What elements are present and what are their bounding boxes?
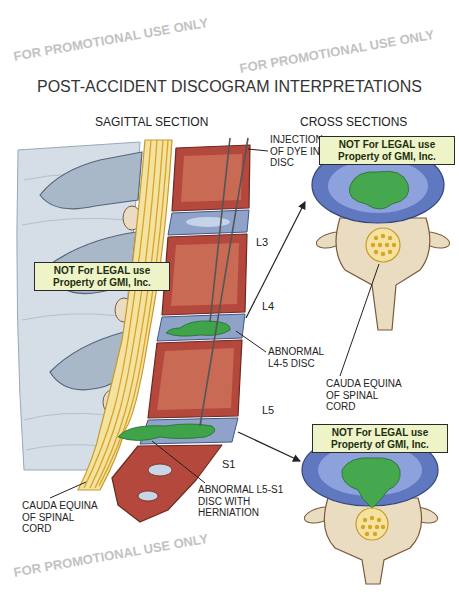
vertebra-label: L5 bbox=[262, 404, 274, 417]
vertebral-body-core bbox=[181, 154, 242, 202]
vertebral-body bbox=[148, 340, 242, 418]
dye bbox=[166, 321, 230, 336]
disc-nucleus bbox=[328, 159, 428, 213]
normal-disc bbox=[168, 210, 249, 235]
vertebral-body bbox=[162, 234, 247, 315]
nerve-root bbox=[373, 532, 377, 536]
vertebra-label: L3 bbox=[256, 236, 268, 249]
diagram-title: POST-ACCIDENT DISCOGRAM INTERPRETATIONS bbox=[37, 78, 422, 96]
pointer-arrow bbox=[238, 432, 300, 461]
vertebra-label: L4 bbox=[262, 300, 274, 313]
dye-herniation bbox=[342, 458, 400, 508]
tissue-stripe bbox=[22, 314, 120, 320]
nerve-roots bbox=[371, 234, 396, 256]
vertebral-arch bbox=[324, 498, 421, 584]
nerve-root bbox=[385, 243, 389, 247]
nerve-root bbox=[361, 525, 365, 529]
callout-label: CAUDA EQUINA OF SPINAL CORD bbox=[326, 378, 406, 413]
dye bbox=[349, 171, 408, 209]
notice-box: NOT For LEGAL use Property of GMI, Inc. bbox=[312, 424, 448, 453]
tissue-stripe bbox=[22, 218, 128, 225]
nerve-root bbox=[374, 236, 378, 240]
callout-label: CAUDA EQUINA OF SPINAL CORD bbox=[22, 500, 102, 535]
nerve-root bbox=[374, 250, 378, 254]
needle bbox=[200, 138, 248, 426]
nerve-root bbox=[381, 252, 385, 256]
cauda-cross-section bbox=[366, 228, 400, 262]
sacral-foramen bbox=[138, 491, 158, 501]
vertebral-body-core bbox=[157, 348, 234, 410]
nerve-root bbox=[388, 250, 392, 254]
vertebra-label: S1 bbox=[222, 458, 235, 471]
nerve-root bbox=[368, 525, 372, 529]
nerve-root bbox=[392, 243, 396, 247]
callout-label: ABNORMAL L5-S1 DISC WITH HERNIATION bbox=[198, 484, 296, 519]
dye-herniation bbox=[118, 424, 215, 441]
nerve-roots bbox=[361, 516, 385, 536]
leader-line bbox=[236, 331, 266, 352]
leader-line bbox=[152, 441, 205, 483]
notice-text: NOT For LEGAL use Property of GMI, Inc. bbox=[40, 265, 164, 288]
spinous-process bbox=[40, 152, 142, 209]
nerve-root bbox=[378, 243, 382, 247]
cauda-cross-section bbox=[356, 508, 388, 540]
vertebral-body bbox=[172, 145, 250, 211]
section-heading: CROSS SECTIONS bbox=[300, 116, 407, 130]
disc-nucleus bbox=[186, 217, 230, 227]
sacral-foramen bbox=[148, 464, 172, 476]
leader-line bbox=[340, 264, 379, 376]
nerve-root bbox=[388, 236, 392, 240]
watermark: FOR PROMOTIONAL USE ONLY bbox=[239, 28, 436, 77]
nerve-root bbox=[370, 516, 374, 520]
watermark: FOR PROMOTIONAL USE ONLY bbox=[13, 532, 210, 581]
notice-box: NOT For LEGAL use Property of GMI, Inc. bbox=[34, 262, 170, 291]
nerve-root bbox=[381, 234, 385, 238]
notice-text: NOT For LEGAL use Property of GMI, Inc. bbox=[318, 427, 442, 450]
tissue-stripe bbox=[26, 445, 104, 450]
nerve-root bbox=[377, 518, 381, 522]
needle bbox=[210, 138, 230, 322]
callout-label: ABNORMAL L4-5 DISC bbox=[268, 346, 340, 369]
abnormal-disc bbox=[157, 314, 245, 341]
pointer-arrow bbox=[246, 202, 305, 318]
tissue-stripe bbox=[24, 413, 108, 420]
notice-text: NOT For LEGAL use Property of GMI, Inc. bbox=[325, 139, 449, 162]
watermark: FOR PROMOTIONAL USE ONLY bbox=[13, 16, 210, 65]
nerve-root bbox=[381, 525, 385, 529]
nerve-root bbox=[365, 532, 369, 536]
notice-box: NOT For LEGAL use Property of GMI, Inc. bbox=[319, 136, 455, 165]
leader-line bbox=[50, 482, 86, 498]
nerve-root bbox=[371, 243, 375, 247]
nerve-root bbox=[375, 525, 379, 529]
vertebral-arch bbox=[336, 218, 430, 330]
section-heading: SAGITTAL SECTION bbox=[95, 116, 208, 130]
nerve-root bbox=[363, 518, 367, 522]
leader-line bbox=[248, 149, 268, 151]
